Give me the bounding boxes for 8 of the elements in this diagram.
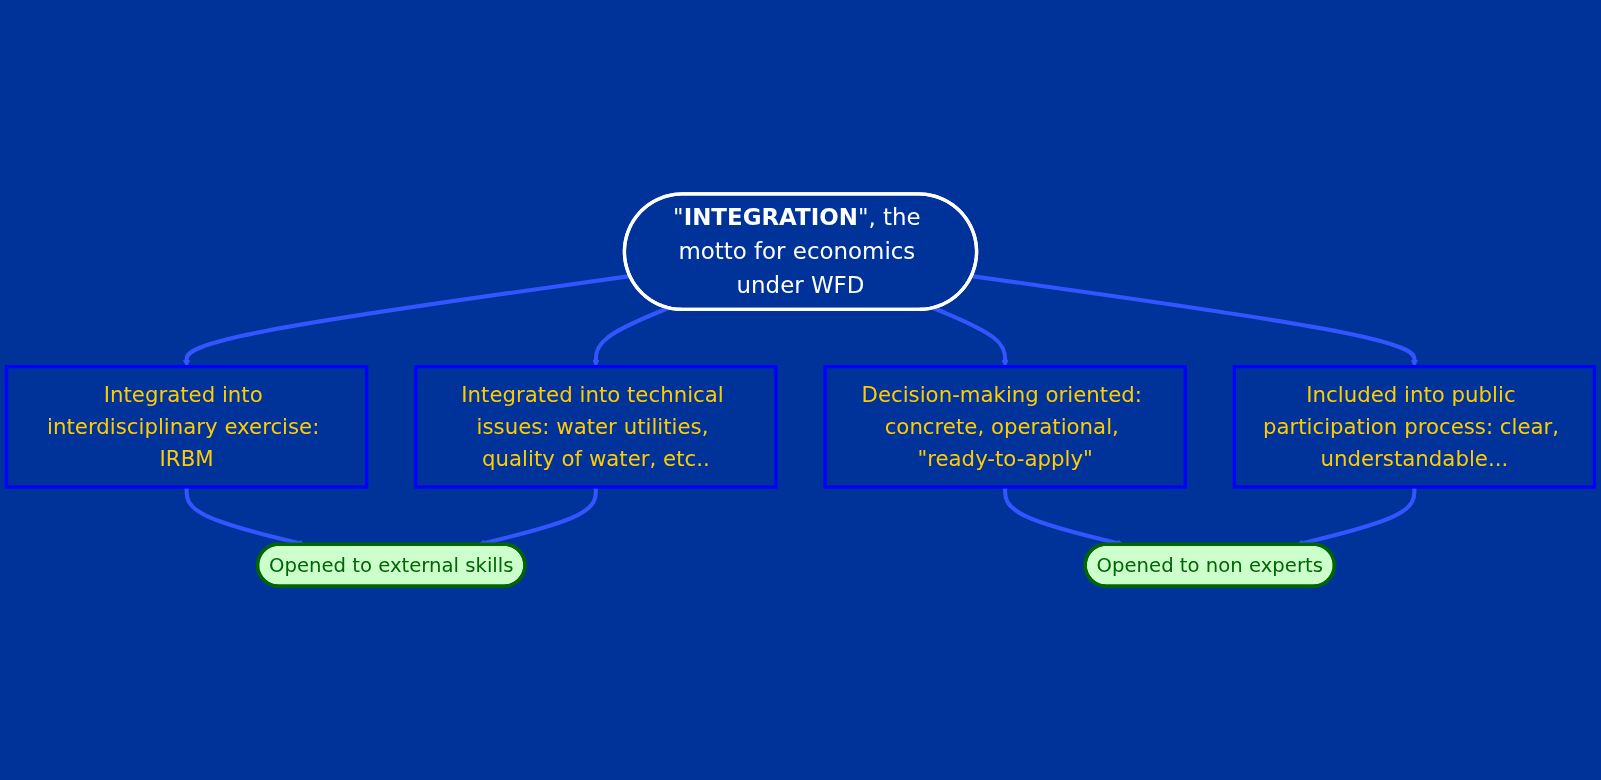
arrow	[971, 274, 1418, 367]
arrow	[183, 274, 631, 367]
node-box: Included into public participation process: clear, understandable...	[1232, 365, 1597, 489]
node-box: Decision-making oriented: concrete, operational, "ready-to-apply"	[823, 365, 1187, 489]
node-box: Integrated into technical issues: water utilities, quality of water, etc..	[414, 365, 778, 489]
node-box: Integrated into interdisciplinary exercise: IRBM	[4, 365, 369, 489]
arrow	[932, 306, 1009, 367]
arrow	[592, 306, 670, 367]
